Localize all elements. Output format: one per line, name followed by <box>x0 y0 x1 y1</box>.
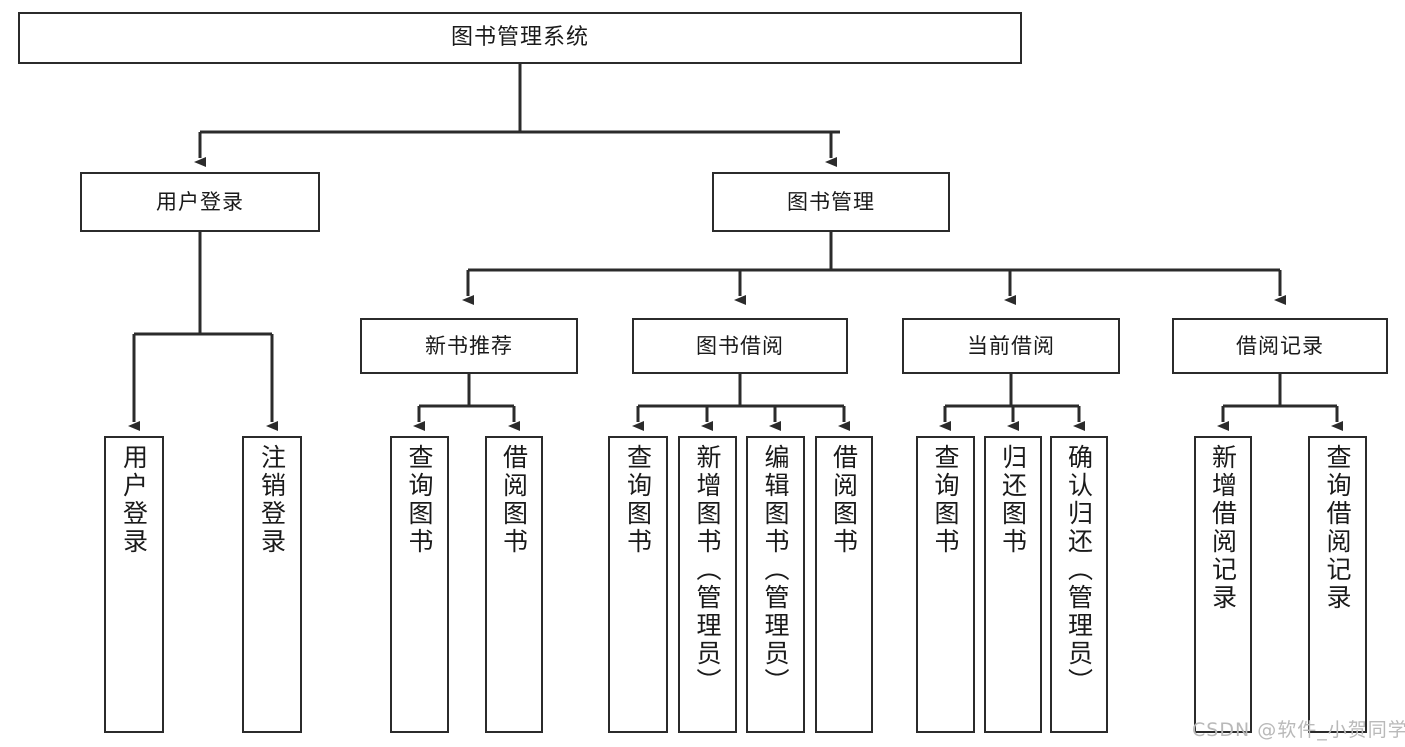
node-user-login-label: 用户登录 <box>156 189 244 214</box>
leaf-add-book-label: 新增图书（管理员） <box>693 444 722 696</box>
leaf-confirm-return[interactable]: 确认归还（管理员） <box>1050 436 1108 733</box>
node-new-book-rec-label: 新书推荐 <box>425 333 513 358</box>
node-borrow-record[interactable]: 借阅记录 <box>1172 318 1388 374</box>
leaf-return-book-label: 归还图书 <box>998 444 1028 556</box>
leaf-query-book-3[interactable]: 查询图书 <box>916 436 975 733</box>
node-current-borrow[interactable]: 当前借阅 <box>902 318 1120 374</box>
leaf-query-book-1-label: 查询图书 <box>405 444 434 556</box>
leaf-borrow-book-1[interactable]: 借阅图书 <box>485 436 543 733</box>
leaf-user-login[interactable]: 用户登录 <box>104 436 164 733</box>
leaf-borrow-book-2-label: 借阅图书 <box>829 444 859 556</box>
leaf-query-book-1[interactable]: 查询图书 <box>390 436 449 733</box>
node-root[interactable]: 图书管理系统 <box>18 12 1022 64</box>
leaf-query-book-2[interactable]: 查询图书 <box>608 436 668 733</box>
leaf-return-book[interactable]: 归还图书 <box>984 436 1042 733</box>
node-current-borrow-label: 当前借阅 <box>967 333 1055 358</box>
node-book-manage-label: 图书管理 <box>787 189 875 214</box>
leaf-edit-book-label: 编辑图书（管理员） <box>761 444 790 696</box>
leaf-query-book-2-label: 查询图书 <box>623 444 653 556</box>
node-book-borrow-label: 图书借阅 <box>696 333 784 358</box>
leaf-borrow-book-1-label: 借阅图书 <box>499 444 529 556</box>
node-book-manage[interactable]: 图书管理 <box>712 172 950 232</box>
leaf-logout-label: 注销登录 <box>257 444 287 556</box>
leaf-confirm-return-label: 确认归还（管理员） <box>1064 444 1094 696</box>
node-book-borrow[interactable]: 图书借阅 <box>632 318 848 374</box>
leaf-query-record[interactable]: 查询借阅记录 <box>1308 436 1367 733</box>
leaf-borrow-book-2[interactable]: 借阅图书 <box>815 436 873 733</box>
node-root-label: 图书管理系统 <box>450 25 589 51</box>
leaf-logout[interactable]: 注销登录 <box>242 436 302 733</box>
leaf-query-record-label: 查询借阅记录 <box>1323 444 1352 612</box>
node-new-book-rec[interactable]: 新书推荐 <box>360 318 578 374</box>
node-borrow-record-label: 借阅记录 <box>1236 333 1324 358</box>
leaf-edit-book[interactable]: 编辑图书（管理员） <box>746 436 805 733</box>
node-user-login[interactable]: 用户登录 <box>80 172 320 232</box>
watermark: CSDN @软件_小贺同学 <box>1192 719 1405 741</box>
leaf-add-record-label: 新增借阅记录 <box>1208 444 1238 612</box>
leaf-add-record[interactable]: 新增借阅记录 <box>1194 436 1252 733</box>
leaf-user-login-label: 用户登录 <box>119 444 149 556</box>
leaf-query-book-3-label: 查询图书 <box>931 444 960 556</box>
leaf-add-book[interactable]: 新增图书（管理员） <box>678 436 737 733</box>
